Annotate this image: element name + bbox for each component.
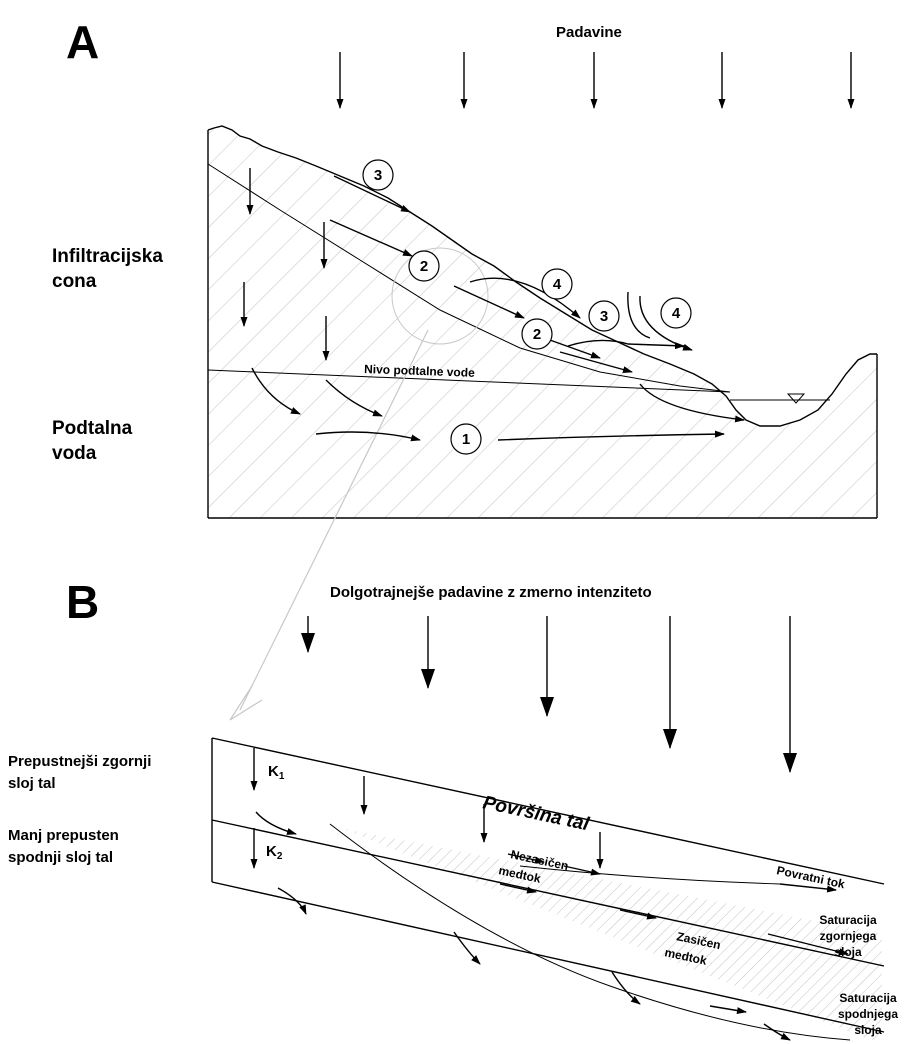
water-table-label: Nivo podtalne vode: [364, 362, 475, 380]
marker-3a: 3: [374, 167, 382, 184]
rain-arrows-a: [336, 52, 855, 109]
upper-layer-label-2: sloj tal: [8, 775, 56, 792]
rain-arrows-b: [301, 616, 797, 773]
groundwater-label-2: voda: [52, 443, 97, 464]
lower-layer-label-2: spodnji sloj tal: [8, 849, 113, 866]
upper-saturation-label-2: zgornjega: [820, 929, 877, 943]
water-level-icon: [786, 393, 806, 404]
k2-label: K2: [266, 843, 283, 862]
k1-label: K1: [268, 763, 285, 782]
upper-saturation-label-3: sloja: [834, 945, 862, 959]
lower-saturation-label-1: Saturacija: [839, 991, 897, 1005]
zoom-circle: [391, 247, 489, 345]
marker-2b: 2: [533, 326, 541, 343]
panel-a-letter: A: [66, 16, 99, 68]
marker-1: 1: [462, 431, 470, 448]
zoom-leader: [239, 329, 429, 711]
marker-4a: 4: [553, 276, 562, 293]
soil-surface-label: Površina tal: [481, 792, 591, 835]
infiltration-arrows-b: [250, 748, 604, 869]
lower-saturation-label-2: spodnjega: [838, 1007, 898, 1021]
lower-saturation-label-3: sloja: [854, 1023, 882, 1037]
marker-2a: 2: [420, 258, 428, 275]
precipitation-label: Padavine: [556, 24, 622, 41]
flow-arrows-a: [251, 175, 745, 442]
lower-layer-label-1: Manj prepusten: [8, 827, 119, 844]
infiltration-zone-label-2: cona: [52, 271, 97, 292]
upper-layer-label-1: Prepustnejši zgornji: [8, 753, 151, 770]
saturated-zone-hatch: [340, 828, 882, 1040]
infiltration-zone-label-1: Infiltracijska: [52, 246, 163, 267]
marker-4b: 4: [672, 305, 681, 322]
marker-3b: 3: [600, 308, 608, 325]
panel-b-letter: B: [66, 576, 99, 628]
infiltration-arrows-a: [240, 168, 330, 361]
upper-saturation-label-1: Saturacija: [819, 913, 877, 927]
groundwater-label-1: Podtalna: [52, 418, 133, 439]
long-rain-label: Dolgotrajnejše padavine z zmerno intenzi…: [330, 584, 652, 601]
flow-arrows-b: [277, 853, 849, 1041]
flow-markers-a: 3 2 4 2 3 4 1: [362, 159, 692, 455]
